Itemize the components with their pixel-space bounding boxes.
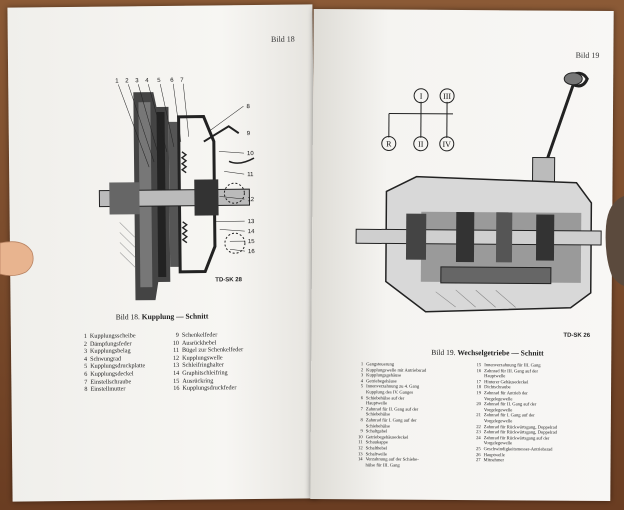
callout-10: 10 <box>247 151 254 157</box>
callout-13: 13 <box>248 219 255 225</box>
left-caption-title: Kupplung — Schnitt <box>141 311 209 322</box>
left-figure-code: TD-SK 28 <box>215 277 242 284</box>
gear-symbol-r: R <box>386 139 392 148</box>
right-caption-title: Wechselgetriebe — Schnitt <box>457 347 544 358</box>
callout-5: 5 <box>157 78 161 84</box>
callout-9: 9 <box>247 131 251 137</box>
left-page-label: Bild 18 <box>270 34 295 44</box>
left-hand <box>0 241 34 276</box>
callout-6: 6 <box>170 78 174 84</box>
callout-4: 4 <box>145 78 149 84</box>
right-page: Bild 19 I III R II IV <box>310 8 614 502</box>
gear-symbol-1: I <box>420 92 423 101</box>
right-page-label: Bild 19 <box>575 50 600 60</box>
callout-12: 12 <box>247 197 254 203</box>
right-figure-code: TD-SK 26 <box>563 332 591 339</box>
right-hand <box>605 196 624 286</box>
right-figure-caption: Bild 19. Wechselgetriebe — Schnitt <box>431 348 543 358</box>
callout-7: 7 <box>180 78 184 84</box>
right-caption-prefix: Bild 19. <box>431 347 456 357</box>
callout-3: 3 <box>135 78 139 84</box>
callout-8: 8 <box>246 104 250 110</box>
gear-symbol-2: II <box>418 140 424 149</box>
callout-16: 16 <box>248 249 255 255</box>
clutch-cross-section-figure: 1 2 3 4 5 6 7 8 9 10 11 12 13 14 15 16 <box>98 78 255 301</box>
gear-symbol-4: IV <box>443 140 452 149</box>
callout-2: 2 <box>125 78 129 84</box>
left-figure-caption: Bild 18. Kupplung — Schnitt <box>116 312 209 322</box>
left-page: Bild 18 <box>7 4 318 502</box>
callout-14: 14 <box>248 229 255 235</box>
left-caption-prefix: Bild 18. <box>115 312 140 322</box>
callout-11: 11 <box>247 172 254 178</box>
callout-15: 15 <box>248 239 255 245</box>
gearbox-cross-section-figure: I III R II IV <box>355 71 602 313</box>
gear-symbol-3: III <box>443 92 451 101</box>
callout-1: 1 <box>115 78 119 84</box>
legend-item: hülse für III. Gang <box>365 462 400 468</box>
